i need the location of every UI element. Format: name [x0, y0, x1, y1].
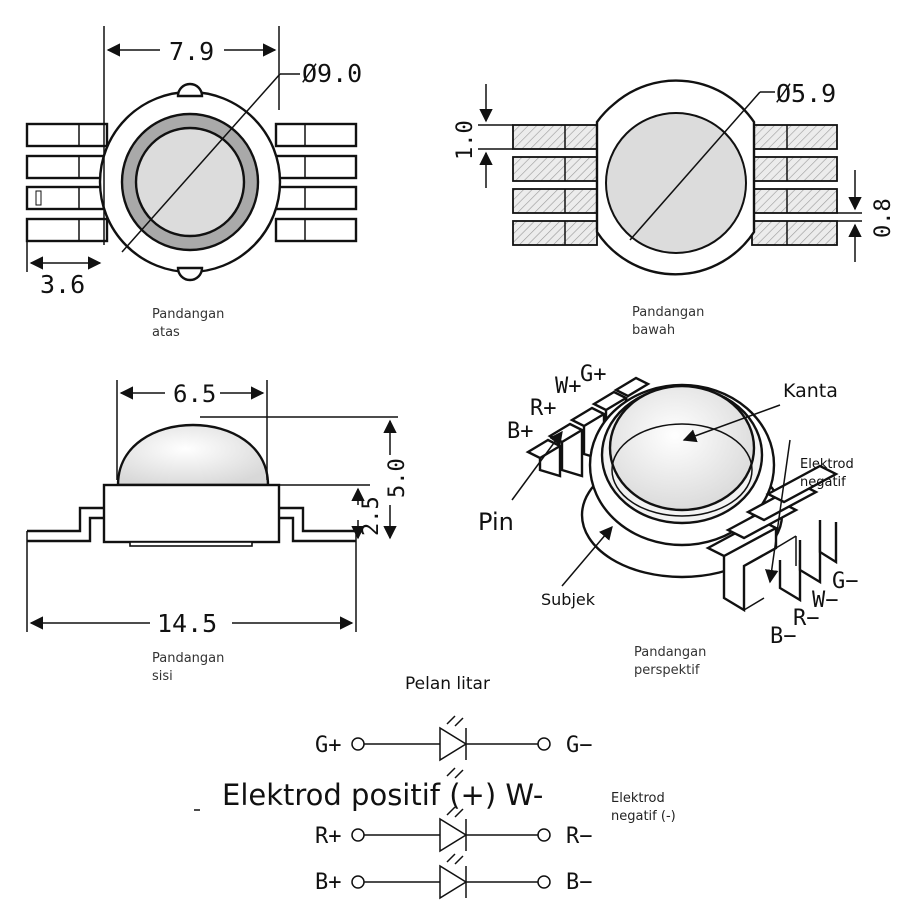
- pin-label-w-minus: W−: [812, 588, 839, 613]
- bottom-view-caption: Pandangan bawah: [632, 305, 705, 338]
- top-width-label: 7.9: [169, 37, 214, 66]
- circuit-b-plus: B+: [315, 870, 342, 895]
- pin-label-r-plus: R+: [530, 396, 557, 421]
- pin-label-r-minus: R−: [793, 606, 820, 631]
- top-diameter-label: Ø9.0: [302, 59, 362, 88]
- side-height-label: 5.0: [385, 458, 410, 498]
- perspective-front-pins: [705, 464, 839, 613]
- negative-electrode-label: Elektrod negatif: [800, 457, 854, 490]
- bottom-view-pad: [605, 112, 747, 254]
- negative-electrode-caption: Elektrod negatif (-): [611, 791, 676, 824]
- top-view: Ø9.0 7.9 3.6: [25, 26, 362, 299]
- circuit-b-minus: B−: [566, 870, 593, 895]
- circuit-row-b: B+ B−: [315, 853, 593, 900]
- circuit-diagram: G+ G− R+ R− B+: [194, 715, 593, 900]
- side-view-dome: [116, 423, 270, 487]
- side-view-body: [102, 483, 281, 544]
- bottom-view: Ø5.9 1.0 0.8: [453, 79, 896, 276]
- bottom-gap-label: 0.8: [871, 198, 896, 238]
- pin-label-b-minus: B−: [770, 624, 797, 649]
- circuit-row-g: G+ G−: [315, 715, 593, 762]
- circuit-r-minus: R−: [566, 824, 593, 849]
- side-lens-width-label: 6.5: [173, 380, 216, 408]
- circuit-row-r: R+ R−: [315, 806, 593, 853]
- side-body-height-label: 2.5: [359, 496, 384, 536]
- circuit-row-w: [446, 767, 464, 779]
- bottom-diameter-label: Ø5.9: [776, 79, 836, 108]
- body-label: Subjek: [541, 590, 596, 609]
- circuit-r-plus: R+: [315, 824, 342, 849]
- pin-label-w-plus: W+: [555, 374, 582, 399]
- side-view-left-lead: [27, 506, 104, 543]
- bottom-pitch-label: 1.0: [453, 120, 478, 160]
- top-view-caption: Pandangan atas: [152, 307, 225, 340]
- bottom-view-left-pins: [512, 124, 598, 246]
- top-view-left-pins: [25, 122, 109, 243]
- top-view-notch: [176, 82, 204, 98]
- circuit-g-minus: G−: [566, 733, 593, 758]
- lens-label: Kanta: [783, 380, 838, 402]
- pin-label-g-minus: G−: [832, 569, 859, 594]
- circuit-g-plus: G+: [315, 733, 342, 758]
- side-view-caption: Pandangan sisi: [152, 651, 225, 684]
- perspective-view: B+ R+ W+ G+ B− R− W− G−: [507, 362, 859, 649]
- top-view-notch-bottom: [176, 266, 204, 282]
- top-view-lens: [134, 126, 246, 238]
- top-view-right-pins: [274, 122, 358, 243]
- bottom-view-right-pins: [751, 124, 838, 246]
- side-view: 6.5 5.0 2.5 14.5: [26, 380, 410, 638]
- side-total-width-label: 14.5: [157, 609, 217, 638]
- pin-label-b-plus: B+: [507, 419, 534, 444]
- side-view-right-lead: [279, 506, 356, 543]
- positive-electrode-caption: Elektrod positif (+) W-: [222, 778, 544, 812]
- top-pin-label: 3.6: [40, 270, 85, 299]
- top-view-diameter-line: [121, 73, 281, 253]
- pin-label: Pin: [478, 508, 514, 536]
- pin-label-g-plus: G+: [580, 362, 607, 387]
- perspective-lens: [608, 384, 756, 512]
- perspective-view-caption: Pandangan perspektif: [634, 645, 707, 678]
- circuit-title: Pelan litar: [405, 674, 490, 694]
